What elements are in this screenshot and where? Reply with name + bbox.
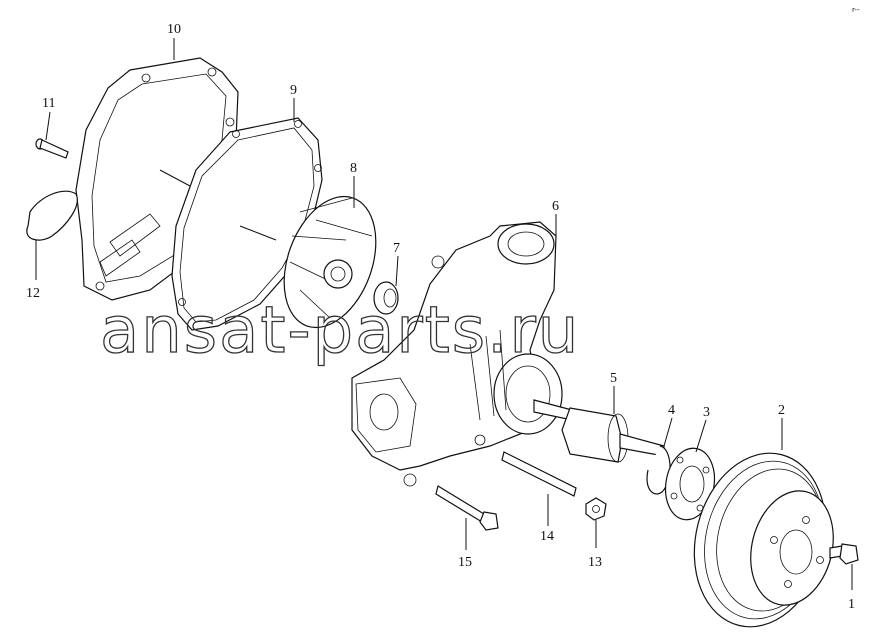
pulley-bolt xyxy=(829,543,859,565)
snap-ring xyxy=(646,445,671,495)
label-3: 3 xyxy=(703,405,710,420)
pump-housing xyxy=(351,221,563,487)
shaft-seal xyxy=(373,281,399,315)
label-15: 15 xyxy=(458,555,472,570)
small-bolt xyxy=(35,138,69,159)
watermark: ansat-parts.ru xyxy=(100,294,580,368)
label-1: 1 xyxy=(848,597,855,612)
pulley xyxy=(693,452,834,628)
corner-mark: r-- xyxy=(852,6,860,14)
leader-lines xyxy=(35,38,853,590)
long-bolt xyxy=(435,485,499,531)
label-12: 12 xyxy=(26,286,40,301)
label-14: 14 xyxy=(540,529,554,544)
label-10: 10 xyxy=(167,22,181,37)
label-8: 8 xyxy=(350,161,357,176)
label-4: 4 xyxy=(668,403,675,418)
label-13: 13 xyxy=(588,555,602,570)
label-5: 5 xyxy=(610,371,617,386)
label-6: 6 xyxy=(552,199,559,214)
label-11: 11 xyxy=(42,96,55,111)
nut xyxy=(585,497,607,521)
label-9: 9 xyxy=(290,83,297,98)
part-number-labels: 10 9 8 7 6 5 4 3 2 1 11 12 13 14 15 xyxy=(26,22,855,612)
bearing-shaft xyxy=(533,399,665,463)
impeller xyxy=(283,195,377,329)
label-2: 2 xyxy=(778,403,785,418)
hub-flange xyxy=(664,447,716,521)
label-7: 7 xyxy=(393,241,400,256)
stud xyxy=(501,451,577,497)
gasket xyxy=(171,117,323,331)
o-ring xyxy=(26,190,78,241)
